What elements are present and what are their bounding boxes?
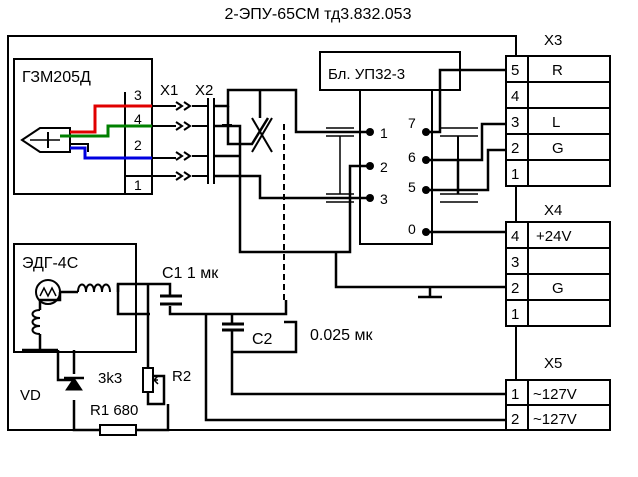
x4-pin-1: 1	[511, 306, 519, 323]
x5-pin-1: 1	[511, 386, 519, 403]
x3-signal-l: L	[552, 114, 560, 131]
terminal-x4-label: X4	[544, 202, 562, 219]
motor-label: ЭДГ-4С	[22, 255, 78, 272]
x3-pin-3: 3	[511, 114, 519, 131]
x3-pin-4: 4	[511, 88, 519, 105]
motor-wiring	[22, 282, 506, 432]
pickup-pin-4: 4	[134, 111, 142, 127]
connector-x2-label: X2	[195, 82, 213, 99]
amplifier-block: Бл. УП32-3 1 2 3 7 6 5 0	[319, 51, 478, 245]
pickup-block: ГЗМ205Д 3 4 2 1	[13, 58, 153, 195]
x4-pin-4: 4	[511, 228, 519, 245]
resistor-r2	[142, 367, 154, 393]
amplifier-body	[359, 89, 433, 245]
x5-signal-2: ~127V	[533, 411, 577, 428]
connector-x1-x2	[152, 98, 215, 184]
amp-in-3	[366, 194, 374, 202]
x3-signal-g: G	[552, 140, 564, 157]
x3-signal-r: R	[552, 62, 563, 79]
terminal-x5-label: X5	[544, 355, 562, 372]
wiring-outputs	[426, 68, 506, 234]
resistor-r1	[99, 424, 137, 436]
c1-label: C1 1 мк	[162, 265, 219, 282]
vd-label: VD	[20, 387, 41, 404]
terminal-x3-label: X3	[544, 32, 562, 49]
r2-value: 3k3	[98, 370, 122, 387]
c2-value: 0.025 мк	[310, 327, 373, 344]
diagram-title: 2-ЭПУ-65СМ тд3.832.053	[225, 6, 412, 23]
wire-blue	[70, 146, 152, 160]
x5-pin-2: 2	[511, 411, 519, 428]
capacitor-c1	[160, 294, 182, 306]
amplifier-label: Бл. УП32-3	[328, 66, 405, 83]
capacitor-c2	[222, 322, 244, 332]
wiring-main	[214, 88, 370, 254]
x5-signal-1: ~127V	[533, 386, 577, 403]
ground-wiring	[334, 252, 506, 299]
pickup-pin-3: 3	[134, 87, 142, 103]
x3-pin-1: 1	[511, 166, 519, 183]
amp-in-label-1: 1	[380, 125, 388, 141]
amp-out-label-0: 0	[408, 221, 416, 237]
c2-label: C2	[252, 331, 273, 348]
motor-winding-side	[31, 309, 41, 335]
r1-label: R1 680	[90, 402, 138, 419]
cartridge-icon	[20, 127, 71, 153]
amp-out-label-6: 6	[408, 149, 416, 165]
connector-x1-label: X1	[160, 82, 178, 99]
amp-in-label-3: 3	[380, 191, 388, 207]
x4-signal-g: G	[552, 280, 564, 297]
x3-pin-5: 5	[511, 62, 519, 79]
wire-green	[60, 124, 152, 138]
diode-vd	[64, 376, 84, 391]
x4-pin-3: 3	[511, 254, 519, 271]
amp-out-label-5: 5	[408, 179, 416, 195]
switch-contacts	[251, 117, 285, 300]
pickup-pin-1: 1	[134, 177, 142, 193]
terminal-x4: X4 4 3 2 1 +24V G	[505, 202, 611, 327]
motor-winding-top	[77, 283, 111, 293]
amp-out-label-7: 7	[408, 115, 416, 131]
amp-in-1	[366, 128, 374, 136]
terminal-x3: X3 5 4 3 2 1 R L G	[505, 32, 611, 187]
x4-pin-2: 2	[511, 280, 519, 297]
x4-signal-24v: +24V	[536, 228, 571, 245]
amp-in-2	[366, 162, 374, 170]
r2-label: R2	[172, 368, 191, 385]
x3-pin-2: 2	[511, 140, 519, 157]
pickup-pin-2: 2	[134, 137, 142, 153]
wire-red	[70, 104, 152, 134]
amp-in-label-2: 2	[380, 159, 388, 175]
pickup-label: ГЗМ205Д	[22, 69, 91, 86]
terminal-x5: X5 1 2 ~127V ~127V	[505, 355, 611, 431]
